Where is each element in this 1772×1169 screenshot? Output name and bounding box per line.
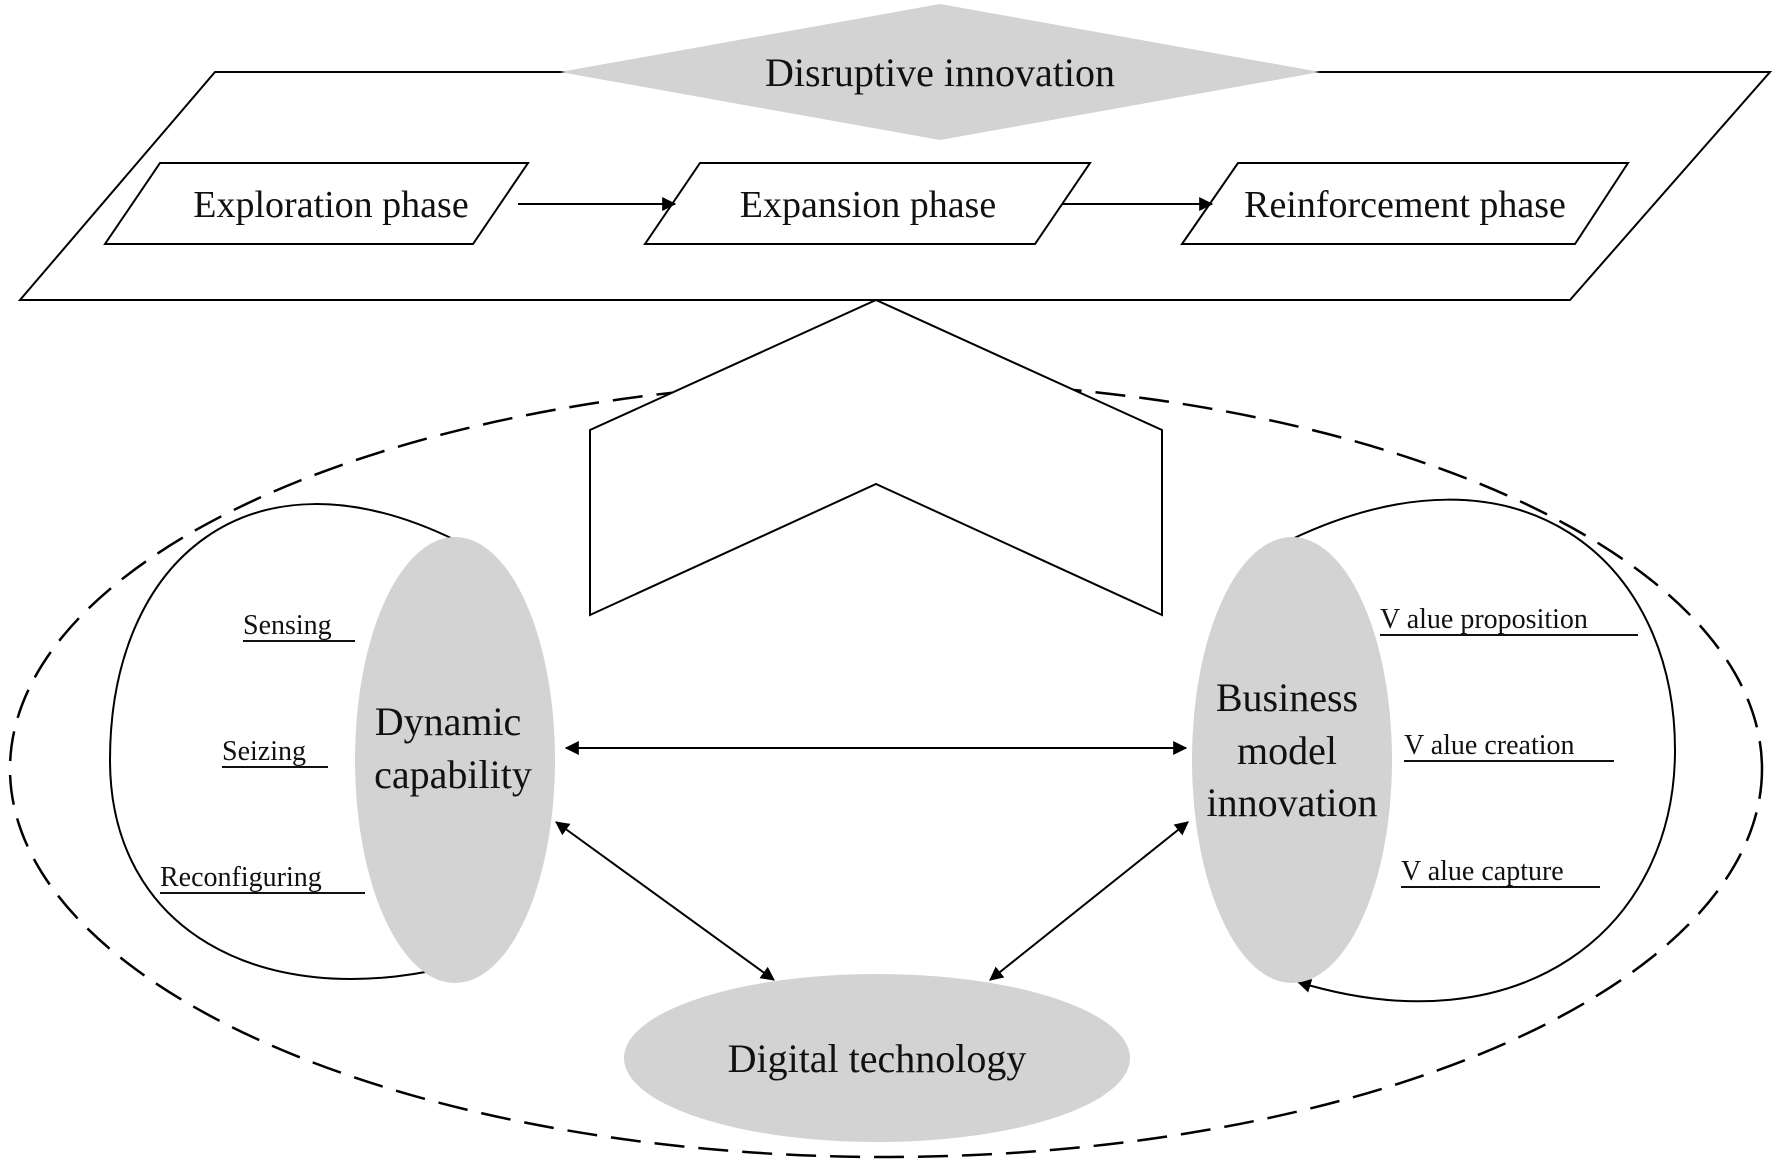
expansion-phase-label: Expansion phase <box>740 184 996 226</box>
reinforcement-phase-box <box>1180 162 1630 245</box>
business-model-innovation-label: Business model innovation <box>1206 675 1377 825</box>
arrow-dynamic-capability-digital-technology <box>555 821 775 981</box>
subitem-value-capture: V alue capture <box>1401 856 1564 887</box>
digital-technology-label: Digital technology <box>728 1036 1027 1081</box>
subitem-value-proposition: V alue proposition <box>1380 604 1588 635</box>
disruptive-innovation-diamond <box>560 4 1320 140</box>
upward-chevron-arrow <box>589 298 1163 617</box>
digital-technology-node <box>624 974 1130 1142</box>
dynamic-capability-cycle-arc <box>108 503 456 980</box>
exploration-phase-box <box>103 162 530 245</box>
subitem-seizing: Seizing <box>222 736 306 767</box>
business-model-innovation-node <box>1192 537 1392 983</box>
exploration-phase-label: Exploration phase <box>193 184 468 226</box>
subitem-sensing: Sensing <box>243 610 332 641</box>
subitem-value-creation: V alue creation <box>1404 730 1575 761</box>
disruptive-innovation-title: Disruptive innovation <box>765 50 1115 95</box>
dynamic-capability-label: Dynamic capability <box>374 699 532 797</box>
dynamic-capability-node <box>355 537 555 983</box>
expansion-phase-box <box>643 162 1092 245</box>
business-model-cycle-arc <box>1289 498 1677 1003</box>
arrow-business-model-digital-technology <box>989 821 1189 981</box>
reinforcement-phase-label: Reinforcement phase <box>1244 184 1566 226</box>
subitem-reconfiguring: Reconfiguring <box>160 862 322 893</box>
